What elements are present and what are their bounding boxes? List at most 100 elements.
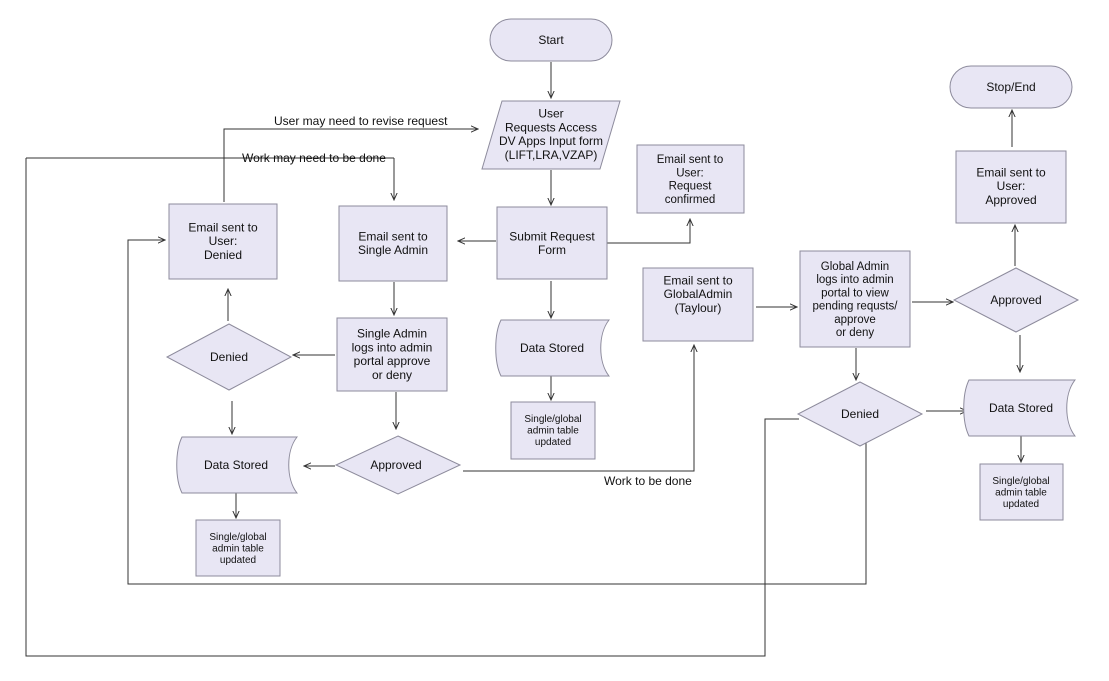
process-shape — [338, 205, 448, 282]
node-text-line: Single/global — [992, 476, 1049, 487]
node-text-line: Denied — [210, 350, 248, 364]
node-text-line: Global Admin — [821, 261, 889, 273]
edge-label-revise-request: User may need to revise request — [274, 114, 448, 128]
node-text-line: Email sent to — [976, 165, 1046, 179]
node-denied-left: Denied — [165, 323, 293, 391]
node-text-line: confirmed — [665, 194, 716, 206]
node-text-line: updated — [1003, 499, 1039, 510]
process-shape — [799, 250, 911, 348]
node-text-line: Denied — [204, 248, 242, 262]
process-shape — [336, 317, 448, 392]
decision-shape — [952, 267, 1080, 333]
process-shape — [955, 150, 1067, 224]
terminator-shape — [489, 18, 613, 62]
process-shape — [496, 206, 608, 280]
process-shape — [979, 463, 1064, 521]
node-text-line: or deny — [372, 368, 412, 382]
node-text-line: User: — [676, 167, 703, 179]
node-text-line: User: — [997, 179, 1026, 193]
node-denied-right-text: Denied — [841, 407, 879, 421]
node-data-stored-left: Data Stored — [176, 436, 299, 494]
node-text-line: Data Stored — [520, 341, 584, 355]
edge-denied-revise-request — [223, 129, 478, 202]
node-stop: Stop/End — [949, 65, 1073, 109]
node-text-line: updated — [220, 555, 256, 566]
edge-submit-to-confirmed — [607, 219, 690, 244]
terminator-shape — [949, 65, 1073, 109]
node-text-line: Form — [538, 243, 566, 257]
node-denied-right: Denied — [796, 381, 924, 447]
connectors — [25, 62, 1021, 657]
node-text-line: updated — [535, 437, 571, 448]
node-approved-right-text: Approved — [990, 293, 1041, 307]
process-shape — [642, 267, 754, 342]
edge-work-to-be-done — [463, 345, 694, 472]
node-data-stored-right-text: Data Stored — [989, 401, 1053, 415]
node-text-line: (LIFT,LRA,VZAP) — [505, 148, 598, 162]
node-text-line: Single/global — [524, 414, 581, 425]
node-text-line: Start — [538, 33, 564, 47]
decision-shape — [165, 323, 293, 391]
node-text-line: Single Admin — [358, 243, 428, 257]
node-text-line: Submit Request — [509, 229, 595, 243]
node-text-line: Approved — [985, 193, 1036, 207]
node-start: Start — [489, 18, 613, 62]
node-text-line: admin table — [995, 488, 1047, 499]
node-data-stored-right: Data Stored — [963, 379, 1077, 437]
node-text-line: admin table — [527, 426, 579, 437]
node-text-line: admin table — [212, 544, 264, 555]
node-approved-right: Approved — [952, 267, 1080, 333]
node-text-line: Stop/End — [986, 80, 1035, 94]
data-shape — [495, 319, 611, 377]
edge-label-work-to-be-done: Work to be done — [604, 474, 692, 488]
process-shape — [636, 144, 745, 214]
node-text-line: Email sent to — [358, 229, 428, 243]
node-data-stored-mid-text: Data Stored — [520, 341, 584, 355]
edge-label-work-may-need: Work may need to be done — [242, 151, 386, 165]
edge-global-denied-rework-loop — [25, 158, 799, 657]
data-shape — [176, 436, 299, 494]
process-shape — [195, 519, 281, 577]
decision-shape — [796, 381, 924, 447]
node-text-line: pending requsts/ — [812, 301, 898, 313]
node-text-line: User: — [209, 234, 238, 248]
node-text-line: Approved — [370, 458, 421, 472]
node-text-line: logs into admin — [816, 274, 893, 286]
edge-global-denied-to-email-denied — [127, 240, 867, 585]
node-approved-left: Approved — [334, 435, 462, 495]
node-text-line: portal approve — [354, 354, 431, 368]
node-text-line: Request — [669, 181, 713, 193]
process-shape — [510, 401, 596, 460]
node-text-line: Single Admin — [357, 327, 427, 341]
node-text-line: Email sent to — [657, 154, 723, 166]
node-text-line: or deny — [836, 327, 875, 339]
data-shape — [963, 379, 1077, 437]
process-shape — [168, 203, 278, 280]
node-approved-left-text: Approved — [370, 458, 421, 472]
node-text-line: Approved — [990, 293, 1041, 307]
node-text-line: (Taylour) — [675, 301, 722, 315]
node-text-line: Email sent to — [663, 273, 733, 287]
